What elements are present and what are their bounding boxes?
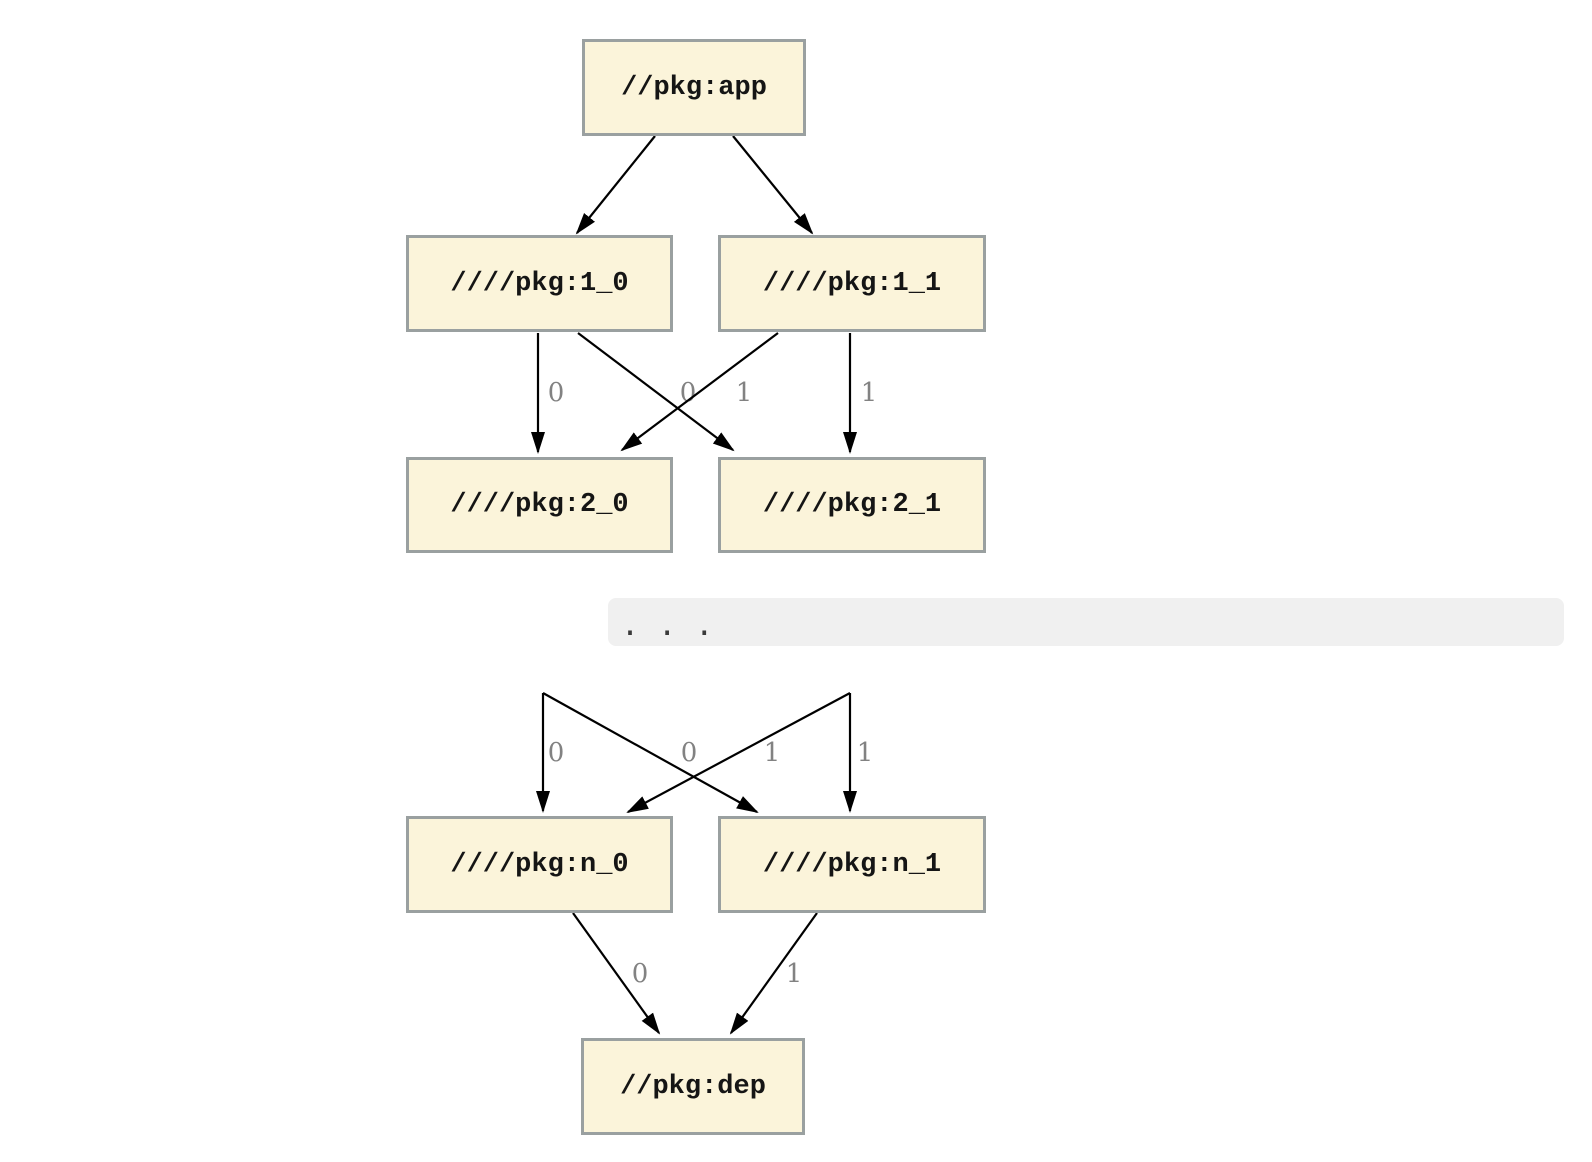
edge-pkg-n-0-to-dep: [572, 912, 661, 1035]
node-pkg-dep: //pkg:dep: [581, 1038, 805, 1135]
edge-pkg-1-0-to-pkg-2-1: [577, 332, 735, 452]
node-label: ////pkg:2_1: [762, 490, 942, 520]
edge-label: 1: [786, 959, 803, 989]
edge-label: 1: [857, 738, 874, 768]
edge-app-to-pkg-1-0: [575, 135, 656, 235]
node-pkg-2-1: ////pkg:2_1: [718, 457, 986, 553]
node-label: ////pkg:n_0: [450, 849, 629, 880]
node-label: ////pkg:2_0: [450, 490, 629, 520]
edge-label: 0: [681, 738, 698, 768]
edge-app-to-pkg-1-1: [732, 135, 814, 235]
edge-ellipsis-to-pkg-n-1: [542, 692, 759, 813]
edge-label: 1: [861, 378, 878, 408]
node-label: //pkg:dep: [620, 1071, 766, 1102]
edge-label: 0: [548, 378, 565, 408]
edge-label: 1: [736, 378, 753, 408]
node-label: //pkg:app: [621, 72, 767, 103]
edge-pkg-1-1-to-pkg-2-0: [620, 332, 779, 452]
edge-ellipsis-to-pkg-n-0: [626, 692, 851, 813]
node-label: ////pkg:1_0: [450, 268, 629, 299]
node-pkg-app: //pkg:app: [582, 39, 806, 136]
ellipsis-band: . . .: [608, 598, 1564, 646]
edge-label: 1: [764, 738, 781, 768]
edge-label: 0: [548, 738, 565, 768]
node-pkg-n-0: ////pkg:n_0: [406, 816, 673, 913]
node-pkg-n-1: ////pkg:n_1: [718, 816, 986, 913]
edge-pkg-n-1-to-dep: [729, 912, 818, 1035]
node-pkg-2-0: ////pkg:2_0: [406, 457, 673, 553]
node-label: ////pkg:n_1: [762, 849, 942, 880]
edge-label: 0: [632, 959, 649, 989]
edge-label: 0: [680, 378, 697, 408]
node-pkg-1-1: ////pkg:1_1: [718, 235, 986, 332]
ellipsis-dots: . . .: [621, 608, 714, 643]
node-label: ////pkg:1_1: [762, 268, 942, 299]
node-pkg-1-0: ////pkg:1_0: [406, 235, 673, 332]
